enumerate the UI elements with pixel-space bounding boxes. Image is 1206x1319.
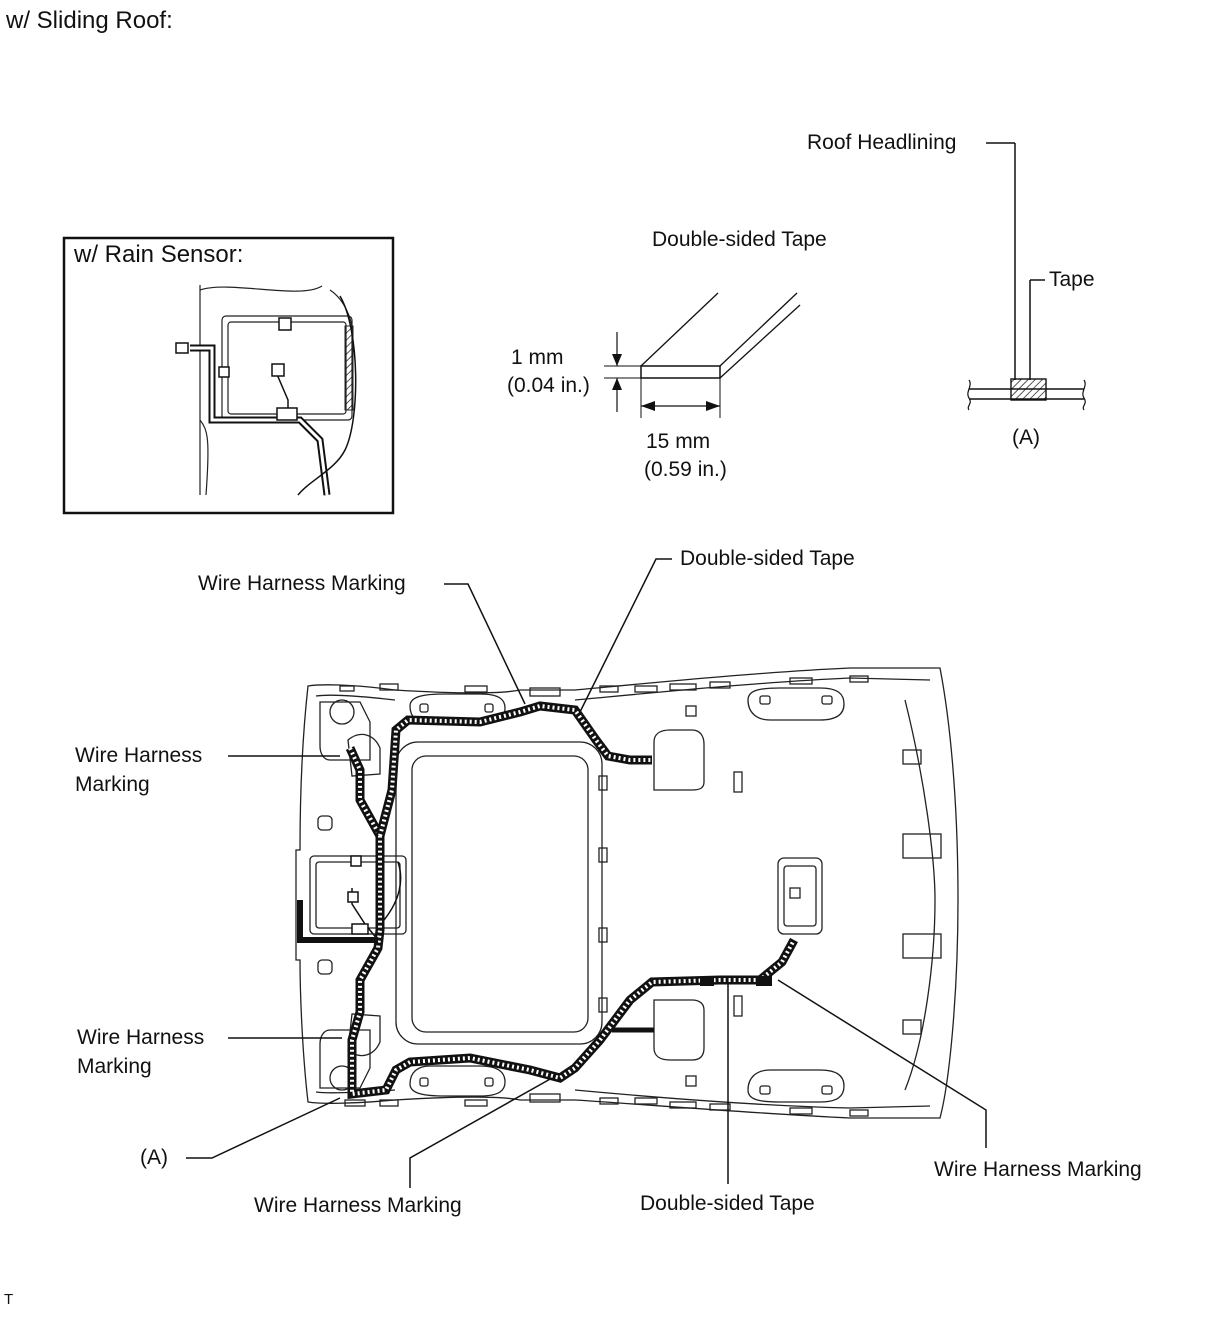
front-light-housing bbox=[653, 729, 705, 791]
callout-wire-harness-marking-bottom: Wire Harness Marking bbox=[254, 1194, 462, 1217]
tape-thickness-in: (0.04 in.) bbox=[507, 374, 590, 397]
room-light-housing bbox=[777, 857, 823, 935]
sliding-roof-opening bbox=[395, 741, 603, 1045]
roof-headlining-label: Roof Headlining bbox=[807, 131, 957, 154]
section-tape bbox=[1010, 378, 1047, 401]
callout-wire-harness-marking-top: Wire Harness Marking bbox=[198, 572, 406, 595]
headliner-outline bbox=[295, 667, 959, 1119]
rain-sensor-inset bbox=[62, 236, 395, 515]
callout-double-sided-tape-top: Double-sided Tape bbox=[680, 547, 855, 570]
inset-sensor-cover bbox=[221, 315, 353, 421]
tape-cross-section bbox=[640, 365, 721, 379]
inset-headliner-edge bbox=[199, 285, 323, 292]
tape-thickness-mm: 1 mm bbox=[511, 346, 564, 369]
inset-tape-strip bbox=[344, 325, 354, 411]
leader-wire-harness-top bbox=[444, 583, 526, 705]
callout-wire-harness-marking-right: Wire Harness Marking bbox=[934, 1158, 1142, 1181]
inset-frame bbox=[62, 236, 395, 515]
section-ref-label: (A) bbox=[1012, 426, 1040, 449]
leader-wire-harness-right bbox=[777, 979, 987, 1148]
leader-wire-harness-bottom bbox=[409, 1077, 553, 1188]
leader-ref-a bbox=[186, 1097, 341, 1159]
section-a-detail bbox=[967, 142, 1086, 411]
tape-detail-title: Double-sided Tape bbox=[652, 228, 827, 251]
footer-mark: T bbox=[4, 1291, 14, 1308]
leader-double-tape-top bbox=[577, 558, 672, 717]
callout-leaders bbox=[186, 558, 987, 1188]
callout-wire-harness-marking-left-lower: Wire Harness Marking bbox=[77, 1026, 205, 1078]
callout-wire-harness-marking-left-upper: Wire Harness Marking bbox=[75, 744, 203, 796]
callout-double-sided-tape-bottom: Double-sided Tape bbox=[640, 1192, 815, 1215]
tape-width-in: (0.59 in.) bbox=[644, 458, 727, 481]
roof-headliner bbox=[295, 667, 959, 1119]
callout-ref-a: (A) bbox=[140, 1146, 168, 1169]
tape-width-mm: 15 mm bbox=[646, 430, 711, 453]
wire-harness bbox=[297, 701, 798, 1100]
tape-label: Tape bbox=[1049, 268, 1095, 291]
page-title: w/ Sliding Roof: bbox=[6, 7, 173, 34]
inset-connector bbox=[175, 342, 189, 354]
inset-title: w/ Rain Sensor: bbox=[74, 241, 244, 268]
tape-dimension-detail bbox=[604, 292, 801, 418]
